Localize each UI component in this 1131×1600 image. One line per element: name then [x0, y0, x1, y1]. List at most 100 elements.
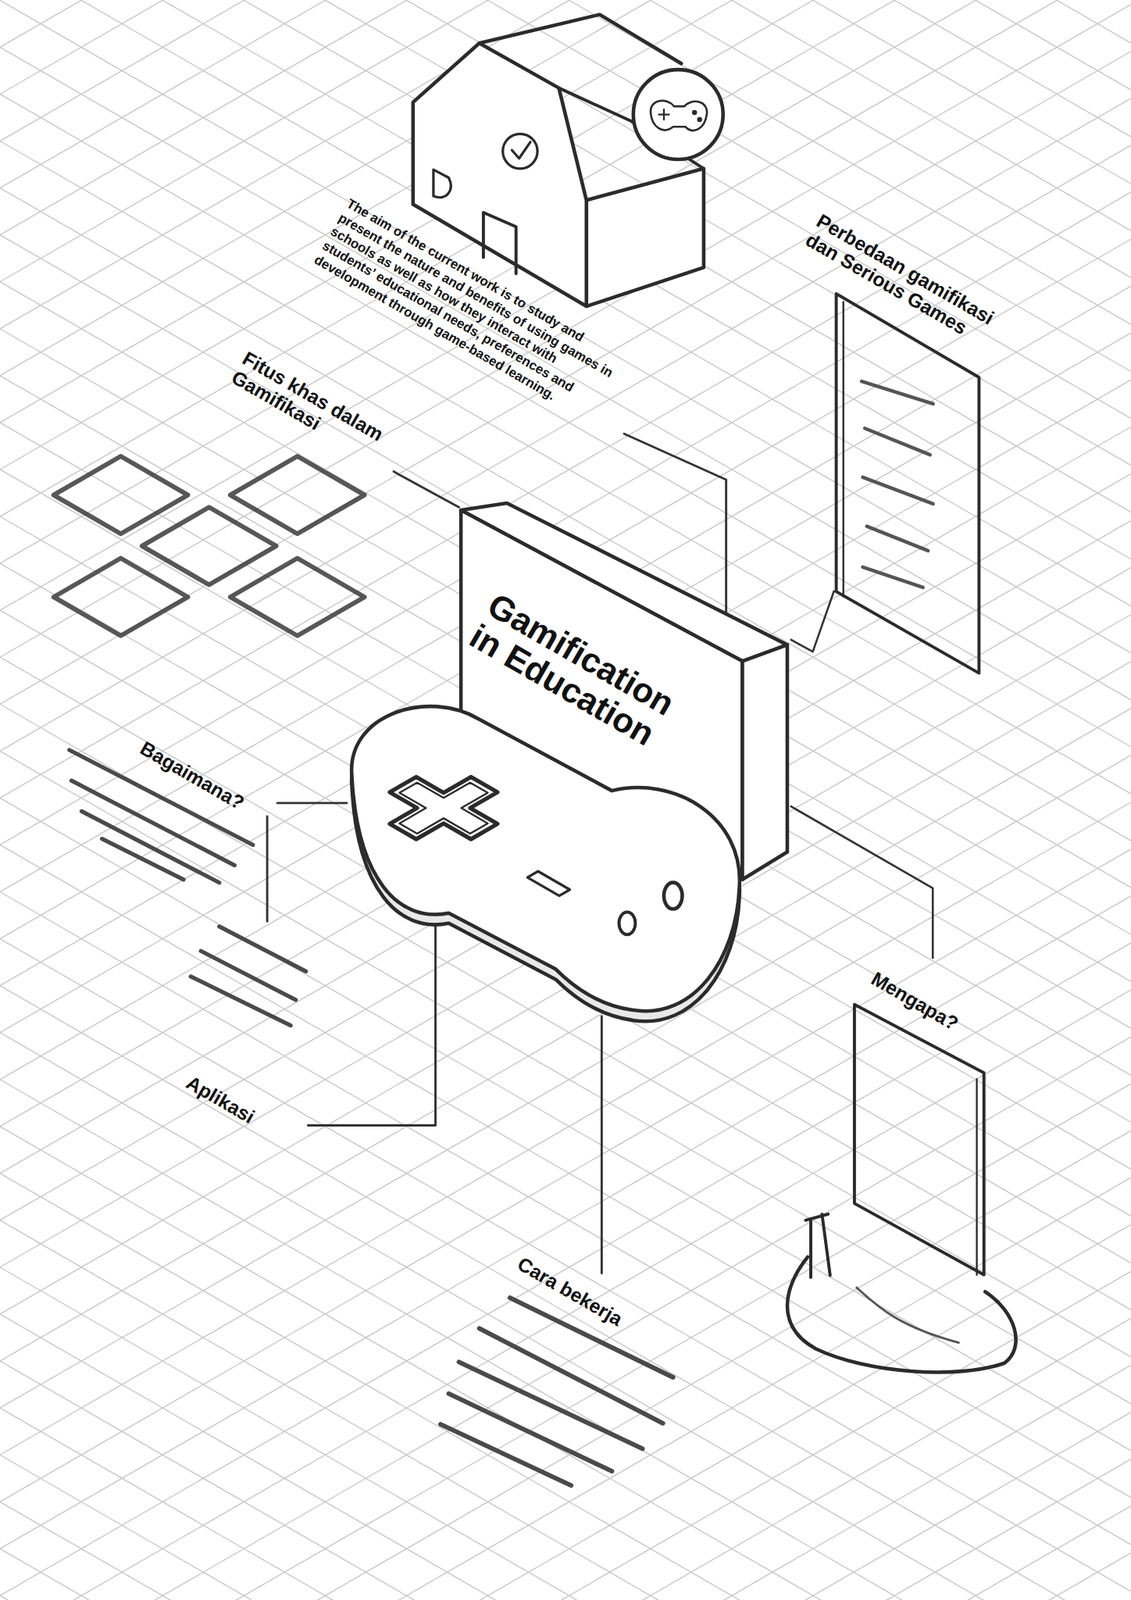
- panel-outline: [976, 1078, 978, 1275]
- grid-line: [0, 332, 1131, 985]
- grid-line: [0, 1599, 1131, 1600]
- controller-dpad: [399, 781, 488, 833]
- panel-outline: [842, 301, 845, 596]
- leader-line: [277, 801, 347, 804]
- grid-line: [0, 1079, 1131, 1600]
- text-placeholder: [863, 477, 934, 504]
- controller-dpad: [389, 776, 498, 839]
- panel-node: Mengapa?: [851, 958, 989, 1277]
- dpad-tile: [142, 506, 277, 585]
- dpad-tiles: [53, 456, 365, 636]
- grid-line: [0, 0, 1131, 470]
- gamepad-icon: [696, 117, 703, 123]
- grid-line: [0, 1177, 1131, 1600]
- section-label: Aplikasi: [182, 1070, 259, 1128]
- grid-line: [0, 0, 1131, 607]
- connector-line: [790, 590, 835, 652]
- grid-line: [0, 567, 1131, 1220]
- grid-line: [0, 1454, 1131, 1600]
- grid-line: [0, 0, 1131, 94]
- title-slab: Gamification in Education: [453, 499, 791, 888]
- label-holder: Fitus khas dalam Gamifikasi: [249, 346, 430, 391]
- gamepad-icon: [658, 109, 669, 120]
- grid-line: [0, 375, 1131, 1028]
- game-badge: [633, 69, 724, 160]
- dpad-tile: [53, 558, 189, 636]
- text-placeholder: [459, 1361, 643, 1449]
- dpad-tile: [53, 456, 189, 534]
- panel-base: [856, 1287, 960, 1343]
- controller-button: [619, 911, 636, 935]
- text-placeholder: [200, 950, 296, 1000]
- label-holder: Bagaimana?: [147, 736, 265, 759]
- section-label: Fitus khas dalam Gamifikasi: [228, 346, 406, 475]
- text-placeholder: [102, 838, 184, 880]
- label-holder: The aim of the current work is to study …: [351, 196, 672, 278]
- text-placeholder: [440, 1423, 571, 1485]
- gamepad-icon: [692, 110, 698, 116]
- book-shape: [805, 1213, 830, 1278]
- grid-line: [0, 1360, 1131, 1600]
- text-placeholder: [864, 428, 931, 455]
- house-door: [483, 212, 517, 274]
- grid-line: [0, 985, 1131, 1600]
- house-window: [433, 169, 451, 198]
- panel-outline: [836, 293, 980, 674]
- text-placeholder: [866, 526, 928, 551]
- house-roof: [479, 14, 682, 65]
- grid-line: [0, 0, 1131, 560]
- grid-line: [0, 1173, 1131, 1600]
- grid-line: [0, 1266, 1131, 1600]
- grid-line: [0, 895, 1131, 1549]
- leader-line: [307, 923, 436, 1126]
- slab-side: [742, 644, 788, 879]
- grid-line: [0, 426, 1131, 1079]
- grid-line: [0, 1317, 1131, 1600]
- grid-line: [0, 1459, 1131, 1600]
- panel-base: [787, 1213, 1017, 1372]
- grid-line: [0, 1083, 1131, 1600]
- controller-body: [351, 706, 740, 1011]
- house-emblem: [503, 133, 538, 168]
- section-label: Bagaimana?: [136, 736, 249, 814]
- panel-outline: [854, 1004, 985, 1275]
- connector-line: [790, 806, 933, 960]
- grid-line: [0, 0, 1131, 466]
- grid-line: [0, 1364, 1131, 1600]
- grid-line: [0, 469, 1131, 1122]
- leader-line: [266, 816, 269, 921]
- dpad-tile: [230, 456, 365, 534]
- grid-line: [0, 1220, 1131, 1600]
- grid-line: [0, 942, 1131, 1595]
- grid-line: [0, 938, 1131, 1592]
- intro-paragraph: The aim of the current work is to study …: [311, 196, 630, 427]
- grid-line: [0, 989, 1131, 1600]
- text-placeholder: [190, 976, 291, 1026]
- grid-line: [0, 422, 1131, 1075]
- text-placeholder: [81, 810, 219, 882]
- grid-line: [0, 0, 1131, 564]
- text-placeholder: [448, 1393, 612, 1471]
- text-placeholder: [219, 926, 307, 971]
- grid-line: [0, 1552, 1131, 1600]
- node-text: Mengapa?: [867, 966, 963, 1035]
- text-placeholder: [863, 567, 924, 588]
- label-holder: Cara bekerja: [524, 1252, 643, 1274]
- grid-line: [0, 473, 1131, 1126]
- gamepad-icon: [650, 100, 707, 131]
- grid-line: [0, 1223, 1131, 1600]
- leader-line: [393, 471, 460, 508]
- leader-line: [600, 1016, 603, 1274]
- check-mark: [511, 142, 531, 159]
- grid-line: [0, 703, 1131, 1356]
- dpad-tile: [230, 558, 365, 636]
- grid-line: [0, 0, 1131, 513]
- controller-button: [663, 881, 683, 909]
- grid-line: [0, 379, 1131, 1032]
- panel-node: Perbedaan gamifikasi dan Serious Games: [834, 203, 1034, 675]
- grid-line: [0, 1412, 1131, 1600]
- grid-line: [0, 1130, 1131, 1600]
- grid-line: [0, 1505, 1131, 1600]
